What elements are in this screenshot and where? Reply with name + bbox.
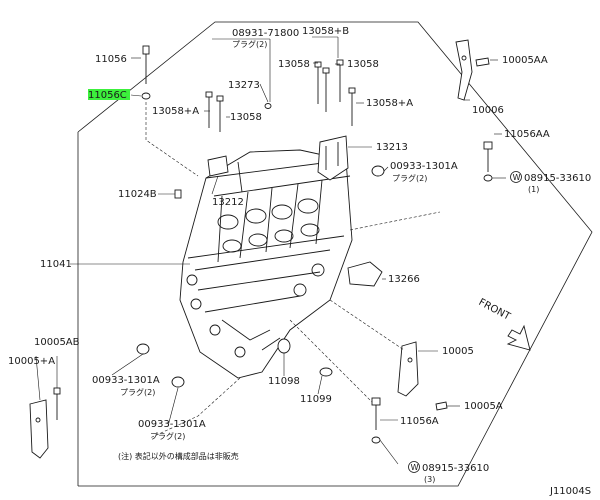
diagram-code: J11004S (549, 486, 591, 497)
footnote: (注) 表記以外の構成部品は非販売 (118, 451, 239, 461)
label-00933-mid-sub: プラグ(2) (120, 387, 155, 397)
washer-mark-top: W (510, 171, 522, 183)
seal-11099[interactable] (319, 367, 333, 377)
label-13058-a-right[interactable]: 13058+A (366, 98, 413, 109)
label-13266[interactable]: 13266 (388, 274, 420, 285)
label-00933-low-sub: プラグ(2) (150, 431, 185, 441)
label-13273[interactable]: 13273 (228, 80, 260, 91)
front-arrow-icon (506, 324, 531, 351)
bolt-13058-left[interactable] (216, 95, 224, 132)
label-13213[interactable]: 13213 (376, 142, 408, 153)
label-13058-a[interactable]: 13058 (278, 59, 310, 70)
bolt-13058-a-left[interactable] (205, 91, 213, 128)
label-13058-right[interactable]: 13058 (230, 112, 262, 123)
bolt-10005aa[interactable] (475, 57, 490, 67)
cylinder-head-11041[interactable] (179, 149, 353, 379)
bolt-10005-a-left[interactable] (53, 387, 61, 420)
label-13058-b[interactable]: 13058+B (302, 26, 349, 37)
bolt-11056[interactable] (142, 45, 150, 84)
label-10005a-right[interactable]: 10005A (464, 401, 503, 412)
circled-w-icon: W (513, 173, 521, 182)
part-labels: 11056 11056C 08931-71800 プラグ(2) 13058+B … (8, 26, 591, 484)
leader-lines (35, 36, 506, 465)
plug-00933-top[interactable] (371, 165, 385, 177)
label-08915-top[interactable]: 08915-33610 (524, 173, 591, 184)
plug-00933-low[interactable] (171, 376, 185, 388)
label-13058-b2[interactable]: 13058 (347, 59, 379, 70)
bolts-13058-top[interactable] (314, 59, 356, 126)
label-08915-low[interactable]: 08915-33610 (422, 463, 489, 474)
label-00933-low[interactable]: 00933-1301A (138, 419, 206, 430)
bracket-10005[interactable] (397, 341, 419, 397)
assembly-frame (77, 21, 593, 487)
circled-w-icon-low: W (411, 463, 419, 472)
bracket-13212[interactable] (207, 155, 243, 193)
label-11056aa[interactable]: 11056AA (504, 129, 550, 140)
bolt-11056aa[interactable] (483, 141, 493, 172)
label-11099[interactable]: 11099 (300, 394, 332, 405)
label-00933-top[interactable]: 00933-1301A (390, 161, 458, 172)
label-13058-a-left[interactable]: 13058+A (152, 106, 199, 117)
label-13212[interactable]: 13212 (212, 197, 244, 208)
label-10006[interactable]: 10006 (472, 105, 504, 116)
label-10005[interactable]: 10005 (442, 346, 474, 357)
highlight-11056c (88, 89, 130, 100)
cover-13266[interactable] (347, 261, 383, 287)
front-label: FRONT (477, 297, 513, 323)
label-11041[interactable]: 11041 (40, 259, 72, 270)
plug-00933-mid[interactable] (136, 343, 150, 355)
bolt-11056a[interactable] (371, 397, 381, 430)
bolt-10005a-right[interactable] (435, 401, 448, 411)
washer-13273[interactable] (264, 103, 272, 109)
washer-11056c[interactable] (141, 92, 151, 100)
bracket-10005ab[interactable] (29, 399, 49, 459)
label-00933-top-sub: プラグ(2) (392, 173, 427, 183)
label-08931-sub: プラグ(2) (232, 39, 267, 49)
dowel-11024b[interactable] (174, 189, 182, 199)
label-11056c[interactable]: 11056C (88, 90, 127, 101)
bracket-13213[interactable] (317, 135, 349, 181)
washer-08915-low[interactable] (371, 436, 381, 444)
seal-11098[interactable] (277, 338, 291, 354)
washer-mark-low: W (408, 461, 420, 473)
label-10005-a-left[interactable]: 10005+A (8, 356, 55, 367)
washer-08915-top[interactable] (483, 174, 493, 182)
label-08915-top-qty: (1) (528, 185, 539, 194)
label-00933-mid[interactable]: 00933-1301A (92, 375, 160, 386)
bracket-10006[interactable] (455, 39, 473, 101)
label-08915-low-qty: (3) (424, 475, 435, 484)
label-11098[interactable]: 11098 (268, 376, 300, 387)
label-11056[interactable]: 11056 (95, 54, 127, 65)
label-11056a[interactable]: 11056A (400, 416, 439, 427)
label-10005aa[interactable]: 10005AA (502, 55, 548, 66)
front-indicator: FRONT (477, 297, 531, 351)
label-10005ab[interactable]: 10005AB (34, 337, 80, 348)
label-11024b[interactable]: 11024B (118, 189, 157, 200)
label-08931-71800[interactable]: 08931-71800 (232, 28, 299, 39)
